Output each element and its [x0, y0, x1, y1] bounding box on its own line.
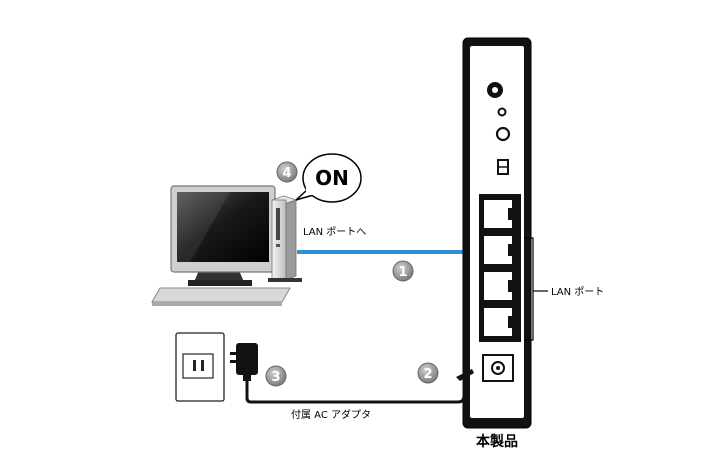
step-number: 2 — [423, 367, 432, 382]
wall-outlet-icon — [175, 332, 225, 402]
desktop-computer-icon — [151, 185, 302, 306]
lan-port — [484, 308, 512, 336]
lan-port-label: LAN ポート — [551, 286, 604, 298]
lan-port-bracket — [524, 237, 548, 341]
step-badge-1: 1 — [392, 260, 414, 282]
step-number: 1 — [398, 265, 407, 280]
router-device-icon — [462, 37, 532, 429]
lan-port — [484, 272, 512, 300]
lan-port-to-label: LAN ポートへ — [303, 226, 366, 238]
ac-adapter-label: 付属 AC アダプタ — [291, 408, 371, 421]
step-number: 3 — [271, 370, 280, 385]
product-label: 本製品 — [476, 433, 518, 450]
step-number: 4 — [282, 166, 291, 181]
lan-port — [484, 236, 512, 264]
step-badge-3: 3 — [265, 365, 287, 387]
ac-adapter-icon — [230, 343, 474, 404]
lan-port — [484, 200, 512, 228]
step-badge-2: 2 — [417, 362, 439, 384]
on-label: ON — [315, 166, 349, 190]
step-badge-4: 4 — [276, 161, 298, 183]
power-on-bubble: ON — [295, 153, 362, 203]
